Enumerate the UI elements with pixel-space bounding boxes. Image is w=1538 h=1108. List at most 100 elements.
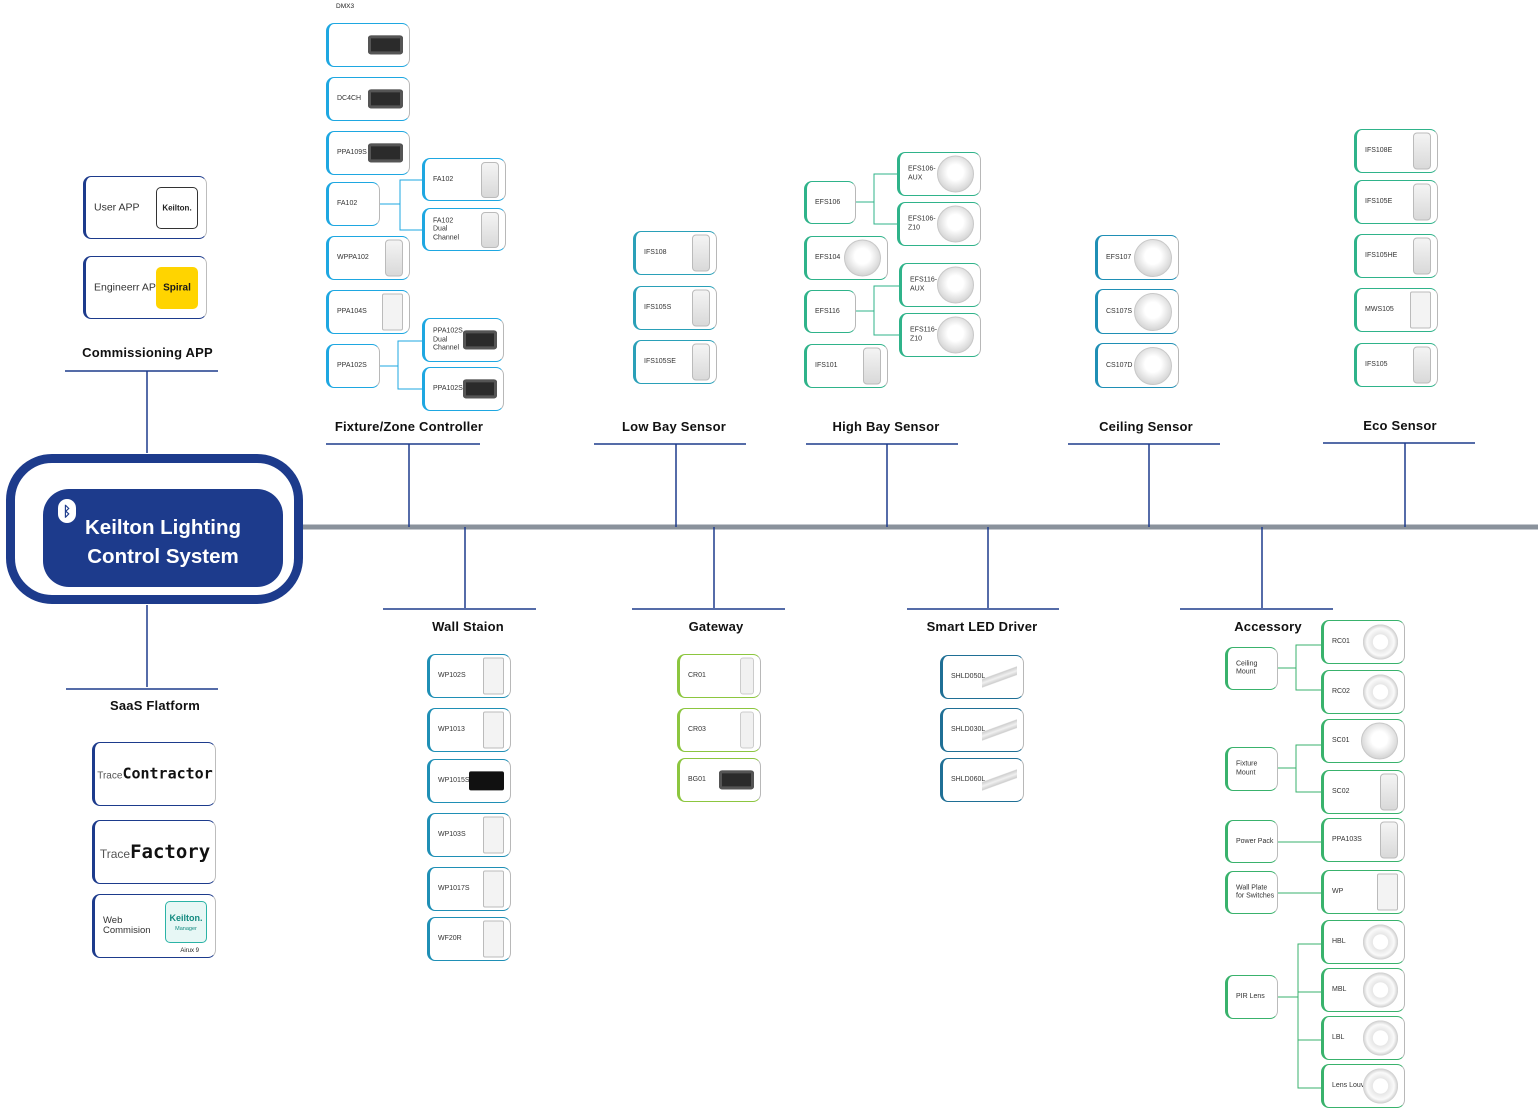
highbay-card[interactable]: EFS106	[804, 181, 856, 224]
driver-card[interactable]: SHLD060L	[940, 758, 1024, 802]
brand-name: Factory	[130, 841, 211, 863]
product-label: MBL	[1332, 985, 1347, 993]
driver-card[interactable]: SHLD030L	[940, 708, 1024, 752]
eco-card[interactable]: IFS105	[1354, 343, 1438, 387]
gateway-card[interactable]: CR03	[677, 708, 761, 752]
product-label: EFS104	[815, 253, 841, 261]
lowbay-card[interactable]: IFS105SE	[633, 340, 717, 384]
ceiling-card[interactable]: CS107S	[1095, 289, 1179, 334]
category-pir-lens: PIR Lens	[1225, 975, 1278, 1019]
product-image	[1363, 624, 1398, 660]
branch-line	[1278, 744, 1321, 769]
product-label: LBL	[1332, 1033, 1345, 1041]
wall-card[interactable]: WP1015S	[427, 759, 511, 803]
fixture-card[interactable]: FA102	[326, 182, 380, 226]
fixture-card[interactable]	[326, 23, 410, 67]
product-label: CR01	[688, 671, 706, 679]
category-wall-plate: Wall Plate for Switches	[1225, 871, 1278, 914]
accessory-card[interactable]: MBL	[1321, 968, 1405, 1012]
lowbay-card[interactable]: IFS108	[633, 231, 717, 275]
system-center-inner: ᛒ Keilton Lighting Control System	[43, 489, 283, 587]
product-image	[482, 870, 504, 908]
product-image	[1361, 722, 1398, 760]
eco-card[interactable]: IFS105E	[1354, 180, 1438, 224]
wall-card[interactable]: WP1017S	[427, 867, 511, 911]
saas-card-factory[interactable]: TraceFactory	[92, 820, 216, 884]
accessory-card[interactable]: HBL	[1321, 920, 1405, 964]
accessory-card[interactable]: Lens Louver	[1321, 1064, 1405, 1108]
product-label: EFS106- AUX	[908, 165, 936, 182]
eco-card[interactable]: IFS105HE	[1354, 234, 1438, 278]
branch-line	[1295, 768, 1321, 793]
highbay-title: High Bay Sensor	[832, 419, 940, 434]
fa102-sub-card[interactable]: FA102	[422, 158, 506, 201]
driver-card[interactable]: SHLD050L	[940, 655, 1024, 699]
ceiling-card[interactable]: CS107D	[1095, 343, 1179, 388]
ceiling-card[interactable]: EFS107	[1095, 235, 1179, 280]
keilton-logo: Keilton.	[156, 186, 198, 229]
ppa102s-sub-card[interactable]: PPA102S Dual Channel	[422, 318, 504, 362]
accessory-card[interactable]: SC01	[1321, 719, 1405, 763]
efs106-sub-card[interactable]: EFS106- Z10	[897, 202, 981, 246]
wall-card[interactable]: WP1013	[427, 708, 511, 752]
fa102-sub-card[interactable]: FA102 Dual Channel	[422, 208, 506, 251]
product-image	[481, 211, 499, 248]
system-center-box: ᛒ Keilton Lighting Control System	[6, 454, 303, 604]
product-image	[692, 343, 710, 381]
logo-text: Keilton.	[162, 203, 192, 212]
accessory-card[interactable]: RC02	[1321, 670, 1405, 714]
product-image	[937, 316, 974, 354]
fixture-card[interactable]: PPA104S	[326, 290, 410, 334]
ppa102s-sub-card[interactable]: PPA102S	[422, 367, 504, 411]
accessory-card[interactable]: SC02	[1321, 770, 1405, 814]
product-image	[1134, 346, 1172, 385]
product-image	[937, 205, 974, 243]
efs116-sub-card[interactable]: EFS116- AUX	[899, 263, 981, 307]
logo-text: Keilton.	[169, 913, 203, 924]
lowbay-card[interactable]: IFS105S	[633, 286, 717, 330]
accessory-card[interactable]: LBL	[1321, 1016, 1405, 1060]
product-label: EFS116- Z10	[910, 326, 938, 343]
bluetooth-icon: ᛒ	[58, 499, 76, 523]
product-label: FA102	[433, 175, 454, 183]
eco-card[interactable]: IFS108E	[1354, 129, 1438, 173]
wall-card[interactable]: WP103S	[427, 813, 511, 857]
wall-card[interactable]: WP102S	[427, 654, 511, 698]
wall-card[interactable]: WF20R	[427, 917, 511, 961]
gateway-card[interactable]: BG01	[677, 758, 761, 802]
product-label: CS107S	[1106, 307, 1133, 315]
fixture-card[interactable]: PPA102S	[326, 344, 380, 388]
product-image	[368, 143, 403, 163]
product-label: WPPA102	[337, 253, 369, 261]
highbay-card[interactable]: IFS101	[804, 344, 888, 388]
saas-card-contractor[interactable]: TraceContractor	[92, 742, 216, 806]
commissioning-title: Commissioning APP	[82, 345, 213, 360]
category-label: Wall Plate for Switches	[1236, 884, 1275, 900]
eco-card[interactable]: MWS105	[1354, 288, 1438, 332]
gateway-card[interactable]: CR01	[677, 654, 761, 698]
highbay-card[interactable]: EFS116	[804, 290, 856, 333]
efs106-sub-card[interactable]: EFS106- AUX	[897, 152, 981, 196]
accessory-card[interactable]: PPA103S	[1321, 818, 1405, 862]
product-label: WP102S	[438, 671, 466, 679]
product-label: WP103S	[438, 830, 466, 838]
product-image	[381, 293, 403, 331]
fixture-card[interactable]: DC4CH	[326, 77, 410, 121]
highbay-card[interactable]: EFS104	[804, 236, 888, 280]
product-label: DC4CH	[337, 94, 362, 102]
accessory-card[interactable]: WP	[1321, 870, 1405, 914]
branch-line	[380, 179, 422, 205]
branch-line	[1278, 644, 1321, 669]
fixture-card[interactable]: PPA109S	[326, 131, 410, 175]
product-label: WP1017S	[438, 884, 470, 892]
efs116-sub-card[interactable]: EFS116- Z10	[899, 313, 981, 357]
product-label: WP1015S	[438, 776, 470, 784]
product-label: WF20R	[438, 934, 462, 942]
product-label: PPA102S	[337, 361, 367, 369]
fixture-card[interactable]: WPPA102	[326, 236, 410, 280]
accessory-card[interactable]: RC01	[1321, 620, 1405, 664]
